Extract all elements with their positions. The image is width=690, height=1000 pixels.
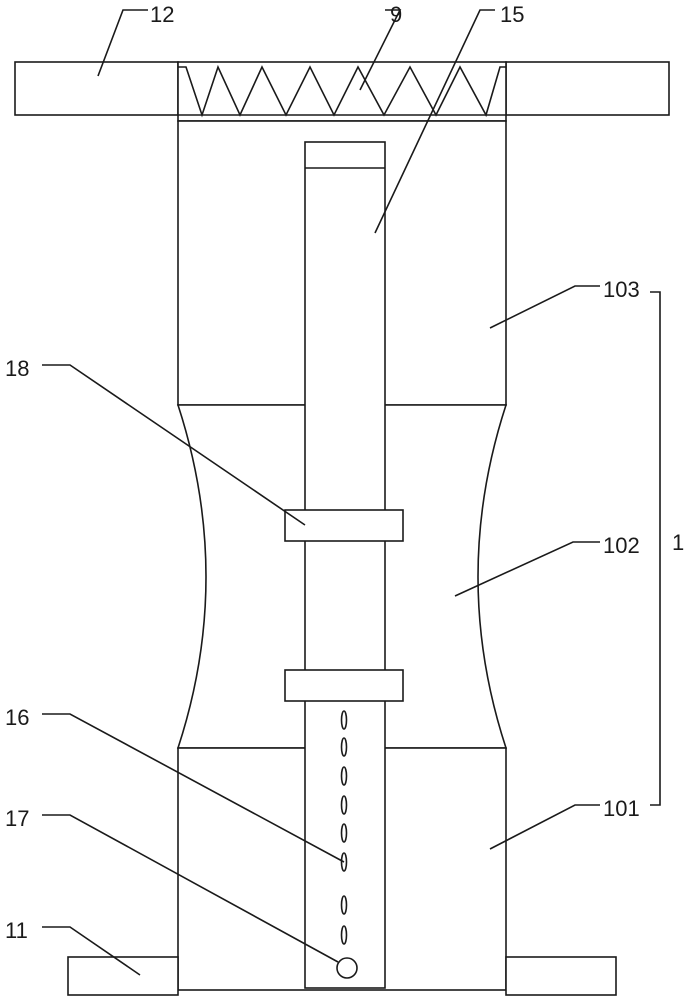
leader-18 [42,364,306,526]
label-16: 16 [5,705,29,730]
leader-101 [489,804,600,850]
adjustment-holes [340,710,348,945]
leader-11 [42,926,141,976]
adjustment-hole [340,766,348,786]
label-12: 12 [150,2,174,27]
label-102: 102 [603,533,640,558]
adjustment-hole [340,852,348,872]
adjustment-hole [340,925,348,945]
adjustment-hole [340,795,348,815]
clamp-ring-upper [284,509,404,542]
label-103: 103 [603,277,640,302]
base-plate-right [505,956,617,996]
rod [304,141,386,989]
top-plate-right [505,61,670,116]
leader-102 [454,541,600,597]
adjustment-hole [340,823,348,843]
label-9: 9 [390,2,402,27]
label-1: 1 [672,530,684,555]
label-17: 17 [5,806,29,831]
leader-9 [359,9,402,91]
leader-17 [42,814,339,963]
leader-103 [489,285,600,329]
label-18: 18 [5,356,29,381]
clamp-ring-lower [284,669,404,702]
adjustment-hole [340,710,348,730]
assembly-bracket [650,291,661,806]
label-15: 15 [500,2,524,27]
leader-12 [97,9,148,77]
adjustment-hole [340,737,348,757]
adjustment-hole [340,895,348,915]
leader-16 [42,713,345,863]
top-plate-left [14,61,179,116]
pin [336,957,358,979]
leader-15 [374,9,495,234]
spring-housing [177,61,507,122]
label-11: 11 [5,918,28,943]
label-101: 101 [603,796,640,821]
